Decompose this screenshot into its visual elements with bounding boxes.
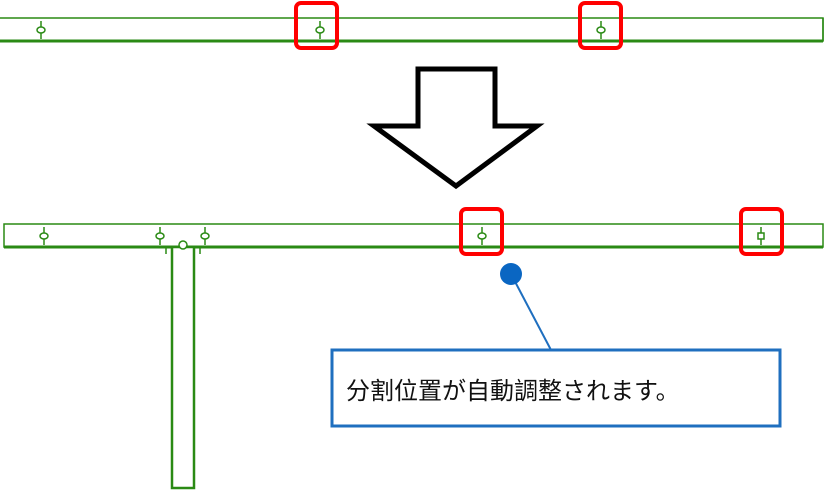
branch-joint — [178, 240, 188, 250]
after-marker — [757, 227, 765, 245]
after-marker — [39, 227, 49, 245]
before-marker — [36, 21, 46, 39]
before-marker — [315, 21, 325, 39]
before-highlight-box — [294, 1, 339, 50]
before-highlight-box — [578, 1, 623, 50]
after-beam — [3, 223, 824, 249]
down-arrow-icon — [366, 66, 545, 190]
before-marker — [596, 21, 606, 39]
before-beam-body — [0, 17, 824, 42]
callout-leader-line — [510, 273, 552, 351]
after-marker — [200, 227, 210, 245]
branch-member — [165, 240, 201, 490]
after-marker — [155, 227, 165, 245]
branch-member-body — [170, 245, 196, 490]
callout-text: 分割位置が自動調整されます。 — [346, 376, 680, 405]
after-beam-body — [3, 223, 824, 248]
callout-box — [330, 348, 782, 428]
before-beam — [0, 17, 824, 43]
after-highlight-box — [459, 207, 504, 256]
after-marker — [477, 227, 487, 245]
callout-dot — [500, 263, 522, 285]
after-highlight-box — [739, 207, 784, 256]
